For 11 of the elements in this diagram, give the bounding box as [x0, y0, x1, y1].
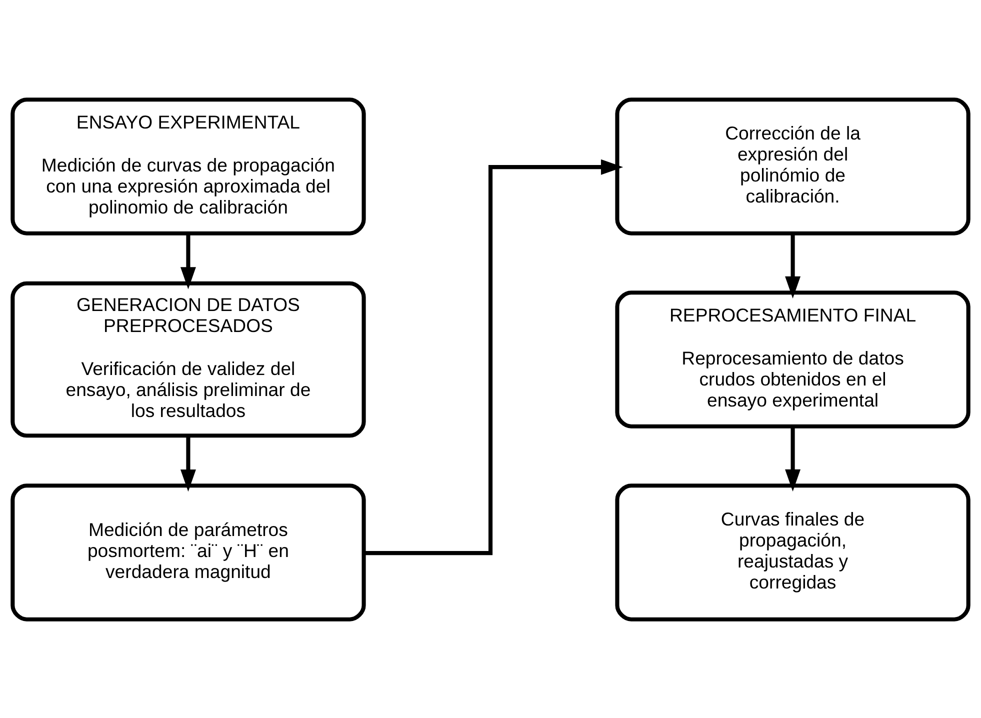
node-box: REPROCESAMIENTO FINAL Reprocesamiento de datos crudos obtenidos en el ensayo experimental: [615, 290, 970, 428]
arrow: [785, 426, 801, 491]
node-box: ENSAYO EXPERIMENTAL Medición de curvas de propagación con una expresión aproximada del polinomio de calibración: [10, 97, 366, 235]
arrow: [180, 435, 196, 492]
node-box: Corrección de la expresión del polinómio de calibración.: [615, 97, 970, 235]
node-box: GENERACION DE DATOS PREPROCESADOS Verificación de validez del ensayo, análisis preliminar de los resultados: [10, 280, 366, 438]
arrow: [364, 158, 624, 555]
node-box: Curvas finales de propagación, reajustadas y corregidas: [615, 483, 970, 621]
node-box: Medición de parámetros posmortem: ¨ai¨ y ¨H¨ en verdadera magnitud: [10, 483, 366, 621]
arrow: [785, 232, 801, 298]
arrow: [180, 232, 196, 289]
